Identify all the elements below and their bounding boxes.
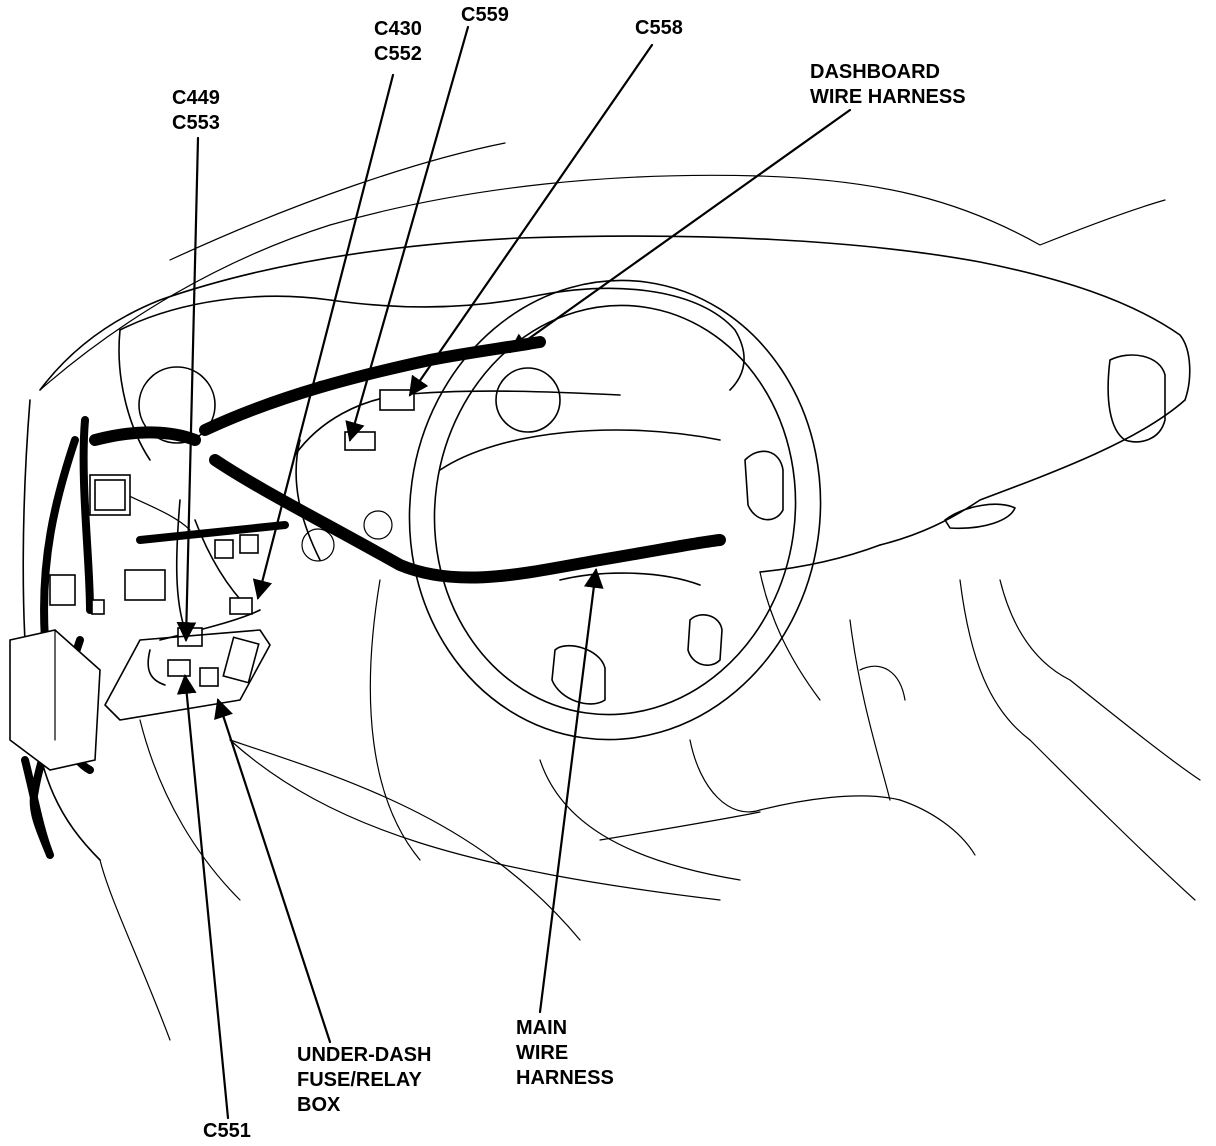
- label-c552: C552: [374, 43, 422, 65]
- leader-main-harness: [538, 568, 604, 1014]
- label-harness: HARNESS: [516, 1067, 614, 1089]
- label-c558-text: C558: [635, 17, 683, 39]
- label-main-wire-harness: MAIN WIRE HARNESS: [516, 1016, 614, 1091]
- leader-under-dash-box: [214, 698, 332, 1044]
- leader-dashboard-harness: [508, 108, 852, 354]
- steering-wheel: [408, 279, 822, 741]
- leader-c551: [176, 674, 230, 1120]
- label-wire: WIRE: [516, 1042, 569, 1064]
- leader-c559: [345, 25, 470, 442]
- label-under-dash-fuse-relay-box: UNDER-DASH FUSE/RELAY BOX: [297, 1043, 431, 1118]
- label-c559: C559: [461, 3, 509, 28]
- leader-c430-c552: [252, 73, 395, 600]
- dashboard-outline: [22, 142, 1201, 1041]
- label-dashboard: DASHBOARD: [810, 61, 940, 83]
- control-unit: [9, 629, 101, 771]
- label-c449-c553: C449 C553: [172, 86, 220, 136]
- label-c430-c552: C430 C552: [374, 17, 422, 67]
- label-dashboard-wire-harness: DASHBOARD WIRE HARNESS: [810, 60, 966, 110]
- label-c449: C449: [172, 87, 220, 109]
- label-c558: C558: [635, 16, 683, 41]
- leader-c558: [408, 43, 654, 397]
- label-under-dash: UNDER-DASH: [297, 1044, 432, 1066]
- leader-c449-c553: [176, 136, 200, 642]
- label-fuse-relay: FUSE/RELAY: [297, 1069, 422, 1091]
- under-dash-fuse-relay-box: [104, 629, 271, 721]
- label-c551-text: C551: [203, 1120, 251, 1142]
- connectors: [49, 389, 415, 687]
- label-c551: C551: [203, 1119, 251, 1144]
- label-main: MAIN: [516, 1017, 568, 1039]
- main-wire-harness-path: [136, 454, 726, 584]
- dashboard-wire-harness-path: [89, 336, 546, 446]
- label-wire-harness: WIRE HARNESS: [810, 86, 966, 108]
- label-box: BOX: [297, 1094, 341, 1116]
- label-c430: C430: [374, 18, 422, 40]
- label-c553: C553: [172, 112, 220, 134]
- label-c559-text: C559: [461, 4, 509, 26]
